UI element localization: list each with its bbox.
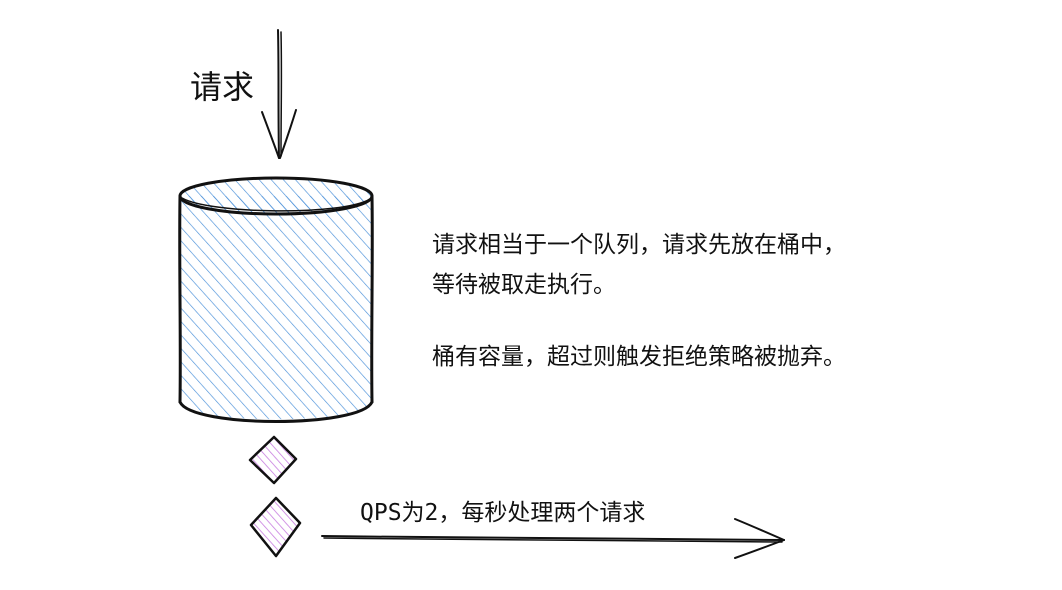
bucket [178,176,374,423]
description-line-3: 桶有容量，超过则触发拒绝策略被抛弃。 [432,344,846,370]
bucket-right-side [370,194,374,404]
qps-label: QPS为2，每秒处理两个请求 [360,500,645,526]
bucket-fill [180,196,372,420]
description-line-2: 等待被取走执行。 [432,272,616,298]
bucket-left-side [178,194,182,404]
request-arrow [261,29,297,159]
outflow-arrow [321,518,785,559]
bucket-bottom [178,400,374,423]
description-line-1: 请求相当于一个队列，请求先放在桶中， [432,232,846,258]
request-label: 请求 [190,68,254,106]
drop-2 [249,496,302,558]
drop-1 [248,435,298,485]
bucket-top-inner [180,178,372,214]
